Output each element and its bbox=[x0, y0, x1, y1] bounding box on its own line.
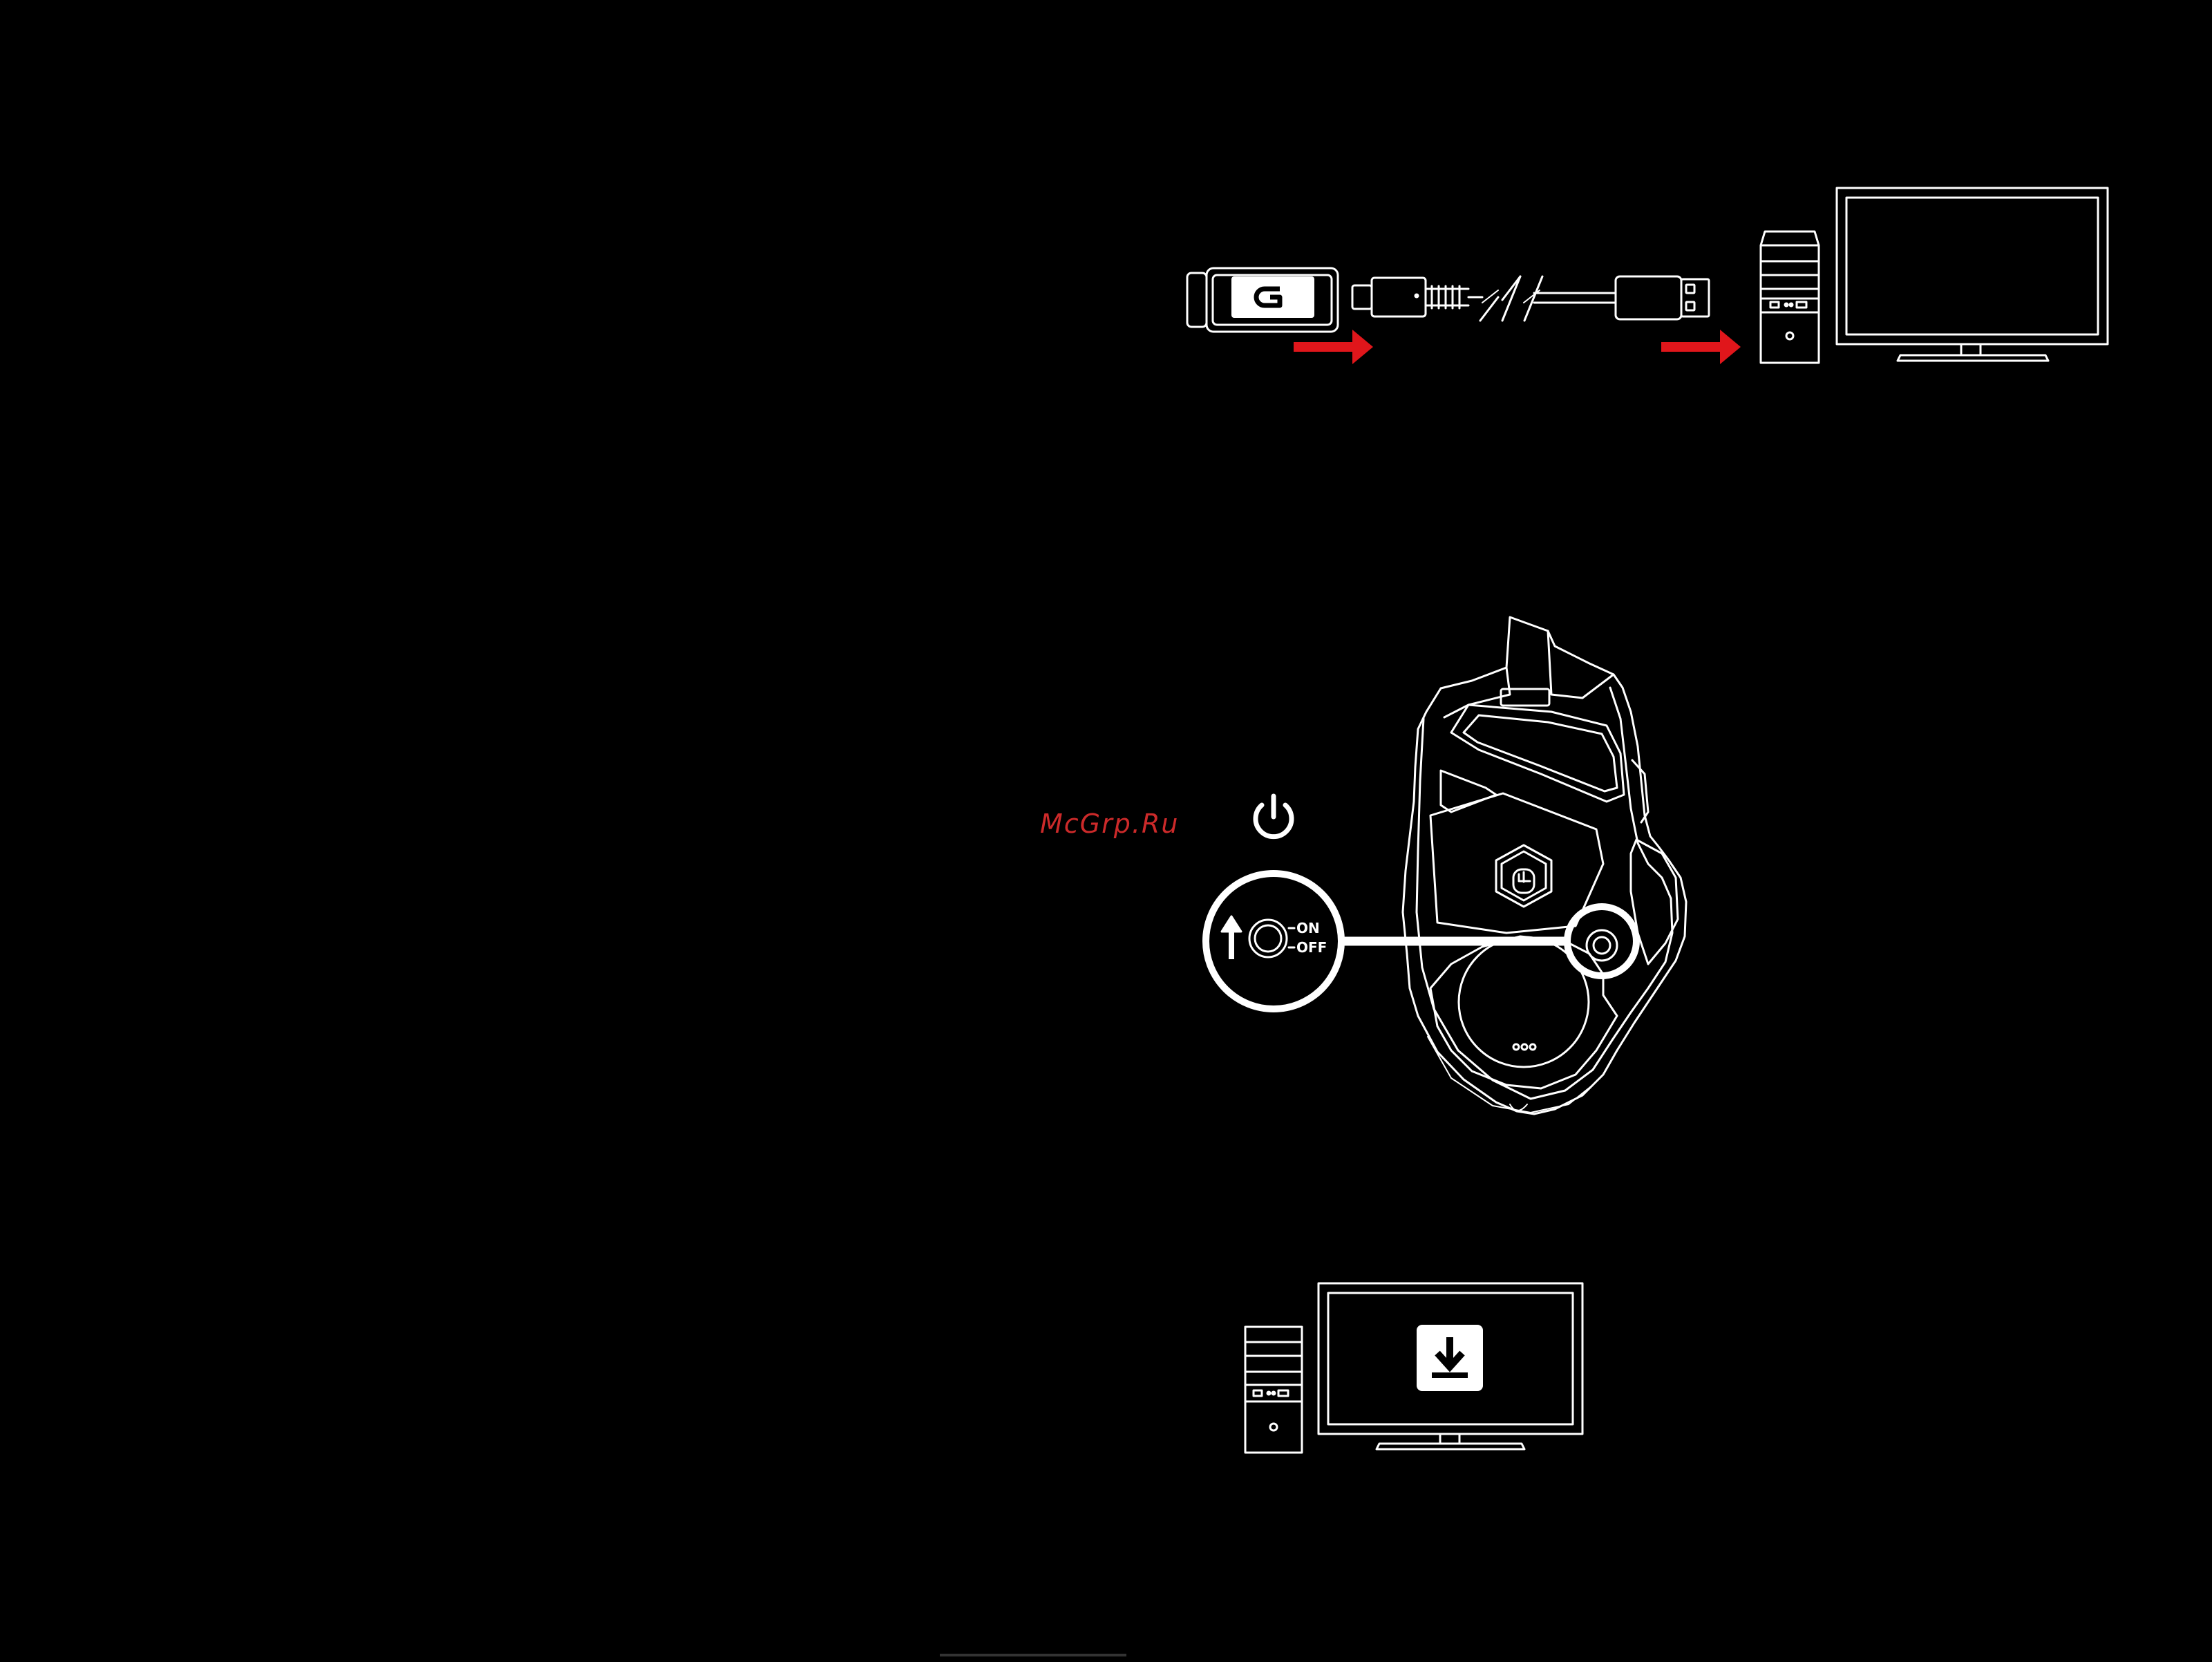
logitech-g-logo bbox=[1231, 276, 1314, 318]
usb-extension-cable-icon bbox=[1352, 276, 1709, 321]
watermark-text: McGrp.Ru bbox=[1040, 809, 1179, 839]
insert-arrow-2 bbox=[1661, 330, 1741, 364]
desktop-computer-icon bbox=[1761, 188, 2108, 363]
desktop-computer-icon-2 bbox=[1245, 1283, 1582, 1453]
power-icon bbox=[1256, 796, 1292, 837]
gaming-mouse-bottom-icon bbox=[1403, 617, 1686, 1114]
download-icon bbox=[1417, 1325, 1483, 1391]
bottom-edge-mark bbox=[940, 1654, 1126, 1656]
switch-label-off: OFF bbox=[1296, 939, 1327, 956]
switch-label-on: ON bbox=[1296, 920, 1320, 936]
insert-arrow-1 bbox=[1294, 330, 1373, 364]
